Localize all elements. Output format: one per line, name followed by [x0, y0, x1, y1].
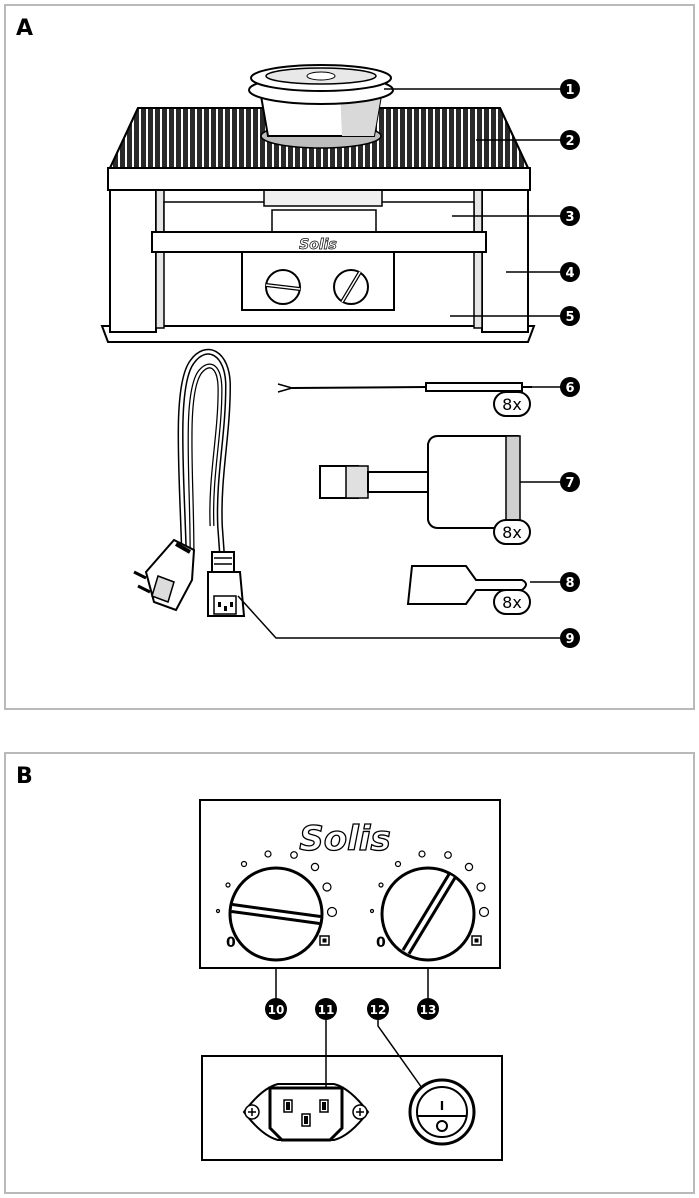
qty-badge-7 — [493, 519, 531, 545]
svg-text:8: 8 — [565, 576, 574, 591]
right-knob-zero: 0 — [376, 935, 386, 951]
power-inlet[interactable] — [242, 1083, 370, 1142]
panel-b-illustration: Solis 0 0 — [199, 799, 503, 1161]
callout-2: 2 — [560, 130, 580, 150]
fondue-fork — [277, 382, 532, 393]
raclette-appliance: Solis — [100, 64, 536, 343]
plate-frame — [107, 167, 531, 191]
callout-10: 10 — [265, 998, 287, 1020]
raclette-pan — [319, 435, 521, 529]
leg-front-left — [109, 185, 157, 333]
callout-7: 7 — [560, 472, 580, 492]
leader-lines-a — [237, 88, 562, 639]
quantity-badges: 8x 8x 8x — [493, 391, 531, 615]
left-knob-scale — [215, 850, 338, 918]
callout-8: 8 — [560, 572, 580, 592]
qty-label-8: 8x — [502, 593, 522, 612]
qty-label-6: 8x — [502, 395, 522, 414]
callout-markers-a: 1 2 3 4 5 6 7 8 9 — [560, 79, 580, 648]
svg-text:1: 1 — [565, 83, 574, 98]
callout-11: 11 — [315, 998, 337, 1020]
brand-logo-large: Solis — [299, 819, 390, 859]
qty-badge-8 — [493, 589, 531, 615]
qty-badge-6 — [493, 391, 531, 417]
power-switch[interactable]: I — [408, 1078, 476, 1146]
callout-5: 5 — [560, 306, 580, 326]
svg-text:11: 11 — [318, 1003, 335, 1017]
svg-text:7: 7 — [565, 476, 574, 491]
control-box — [241, 251, 395, 311]
base-tray — [100, 325, 536, 343]
panel-b: B Solis 0 — [4, 752, 695, 1194]
switch-on-mark: I — [440, 1099, 444, 1113]
panel-a: A Solis — [4, 4, 695, 710]
callout-markers-b: 10 11 12 13 — [265, 998, 439, 1020]
brand-logo-small: Solis — [299, 237, 337, 253]
callout-1: 1 — [560, 79, 580, 99]
iec-connector — [207, 551, 246, 617]
svg-text:9: 9 — [565, 632, 574, 647]
callout-13: 13 — [417, 998, 439, 1020]
svg-text:12: 12 — [370, 1003, 387, 1017]
svg-text:4: 4 — [565, 266, 574, 281]
panel-b-letter: B — [16, 764, 33, 789]
svg-text:10: 10 — [268, 1003, 285, 1017]
svg-text:6: 6 — [565, 381, 574, 396]
svg-text:5: 5 — [565, 310, 574, 325]
right-knob-scale — [369, 850, 490, 918]
left-knob-zero: 0 — [226, 935, 236, 951]
svg-text:2: 2 — [565, 134, 574, 149]
spatula — [406, 565, 527, 605]
switch-off-mark — [436, 1120, 448, 1132]
svg-text:3: 3 — [565, 210, 574, 225]
svg-text:13: 13 — [420, 1003, 437, 1017]
schuko-plug — [133, 538, 196, 612]
qty-label-7: 8x — [502, 523, 522, 542]
callout-4: 4 — [560, 262, 580, 282]
power-cord — [133, 348, 246, 617]
callout-6: 6 — [560, 377, 580, 397]
panel-a-illustration: Solis — [100, 64, 580, 648]
panel-a-letter: A — [16, 16, 34, 41]
callout-9: 9 — [560, 628, 580, 648]
callout-12: 12 — [367, 998, 389, 1020]
callout-3: 3 — [560, 206, 580, 226]
leg-front-right — [481, 185, 529, 333]
